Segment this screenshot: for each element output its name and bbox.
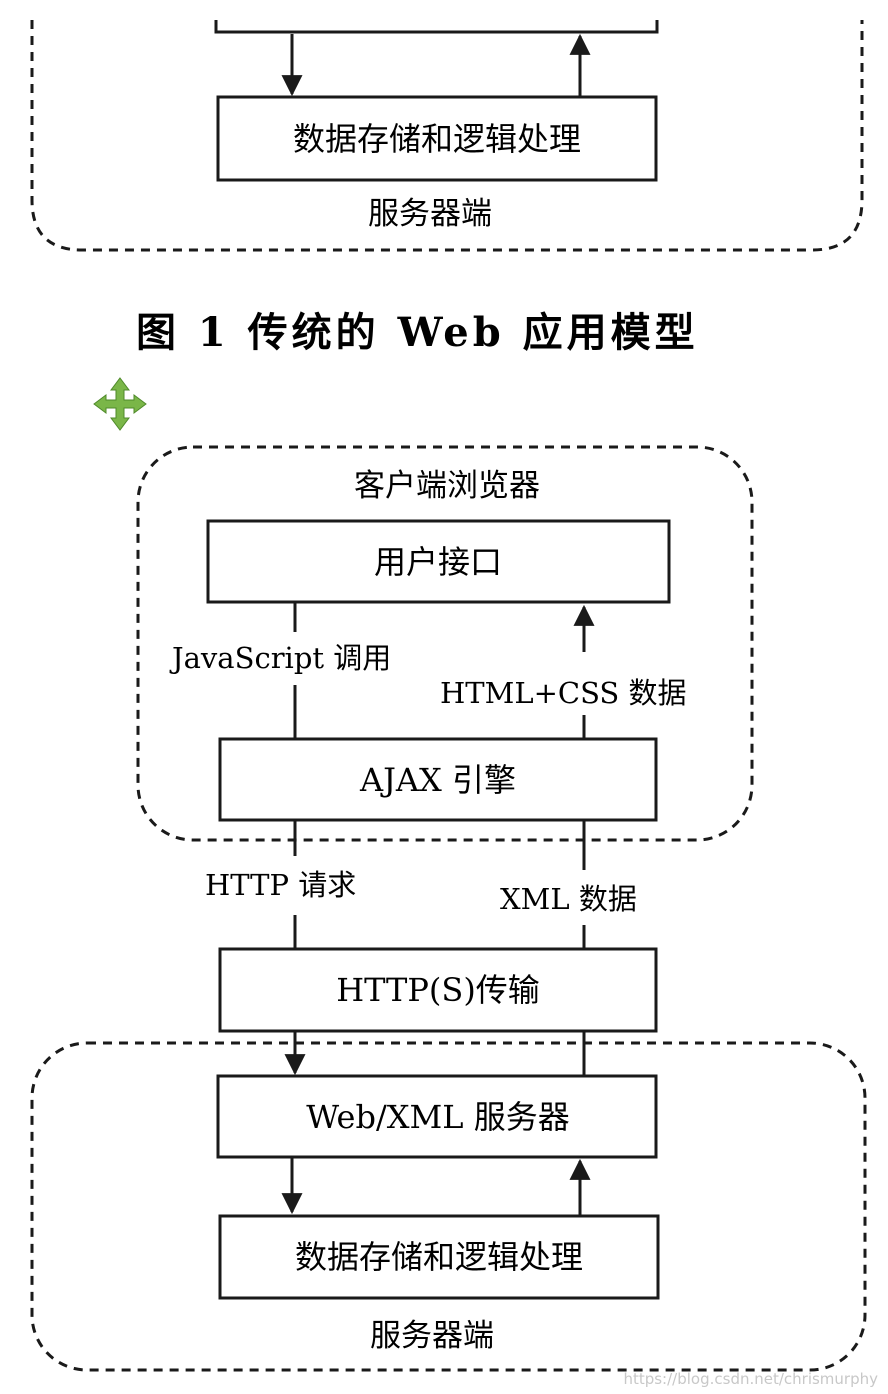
html-css-label: HTML+CSS 数据 — [440, 676, 687, 710]
ajax-engine-label: AJAX 引擎 — [359, 761, 516, 799]
user-interface-label: 用户接口 — [374, 543, 502, 581]
figure1: 数据存储和逻辑处理 服务器端 — [30, 20, 864, 252]
figure1-upper-box-edge — [214, 20, 659, 34]
data-logic-label: 数据存储和逻辑处理 — [295, 1238, 583, 1276]
xml-data-label: XML 数据 — [500, 882, 637, 916]
js-call-label: JavaScript 调用 — [169, 641, 391, 675]
figure2: 客户端浏览器 用户接口 JavaScript 调用 HTML+CSS 数据 AJ… — [30, 445, 867, 1372]
watermark: https://blog.csdn.net/chrismurphy — [623, 1370, 878, 1388]
move-cursor-icon — [93, 377, 147, 431]
figure1-data-logic-label: 数据存储和逻辑处理 — [293, 120, 581, 158]
web-xml-server-label: Web/XML 服务器 — [306, 1098, 569, 1136]
server-group-label: 服务器端 — [370, 1318, 494, 1354]
data-logic-box — [218, 1214, 660, 1300]
user-interface-box — [206, 519, 671, 604]
figure1-data-logic-box — [216, 95, 658, 182]
client-group-label: 客户端浏览器 — [354, 468, 540, 504]
figure1-server-group-label: 服务器端 — [368, 196, 492, 232]
ajax-engine-box — [218, 737, 658, 822]
server-group-boundary — [30, 1041, 867, 1372]
web-xml-server-box — [216, 1074, 658, 1159]
https-transport-label: HTTP(S)传输 — [336, 971, 540, 1009]
http-request-label: HTTP 请求 — [205, 868, 356, 902]
figure1-caption: 图 1 传统的 Web 应用模型 — [136, 309, 699, 356]
https-transport-box — [218, 947, 658, 1033]
figure1-server-group-boundary — [30, 20, 864, 252]
